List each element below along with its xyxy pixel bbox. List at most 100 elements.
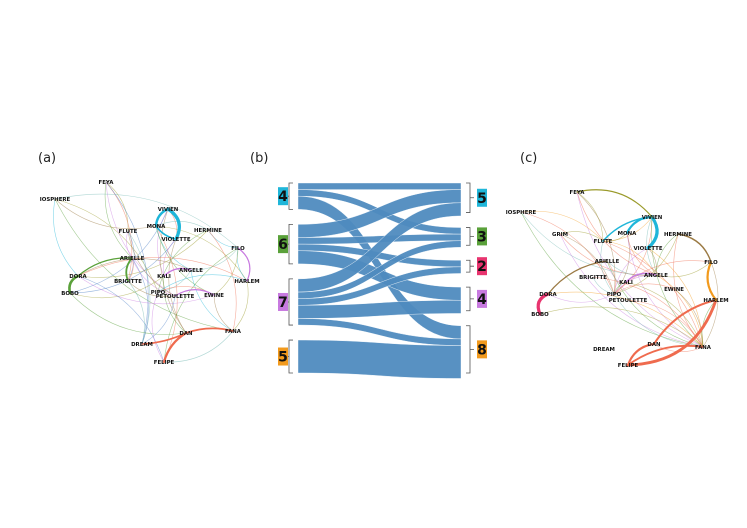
sankey-group-badge [278,235,288,254]
network-edge [655,261,712,278]
node-label-petoulette: PETOULETTE [609,298,648,304]
sankey-bracket [466,286,474,312]
node-label-dan: DAN [179,331,193,337]
network-edge [613,233,679,295]
node-label-dora: DORA [539,292,557,298]
sankey-bracket [466,227,474,246]
network-edge [613,283,675,295]
network-edge [155,225,248,282]
network-edge [625,281,704,348]
network-strong-edge [547,260,608,295]
network-edge [213,247,239,296]
sankey-bracket [466,325,474,374]
network-strong-edge [141,332,187,345]
network-edge [127,230,176,297]
network-strong-edge [185,327,234,334]
network-edge [163,247,239,363]
network-edge [547,293,615,303]
sankey-bracket [466,182,474,213]
network-edge [559,231,604,242]
network-edge [647,247,657,276]
network-edge [69,208,169,294]
network-strong-edge [625,272,657,283]
node-label-harlem: HARLEM [703,298,728,304]
network-strong-edge [125,257,133,282]
network-edge [613,274,657,295]
sankey-flow [297,266,462,306]
network-edge [576,191,704,348]
panel-label-a: (a) [38,151,56,166]
network-strong-edge [677,233,712,263]
network-edge [105,181,129,232]
sankey-group-count: 8 [477,342,487,358]
node-label-brigitte: BRIGITTE [579,275,607,281]
node-label-vivien: VIVIEN [642,215,663,221]
network-edge [606,260,657,277]
network-edge [54,198,159,293]
network-edge [213,294,234,332]
network-strong-edge [653,299,717,345]
network-edge [126,230,133,259]
network-panel-c: FEYAIOSPHEREGRIMVIVIENMONAFLUTEHERMINEVI… [506,189,729,369]
network-edge [606,260,704,348]
node-label-felipe: FELIPE [618,363,639,369]
network-edge [613,232,630,295]
node-label-hermine: HERMINE [664,232,692,238]
node-label-filo: FILO [704,260,718,266]
network-edge [157,269,192,293]
sankey-group-badge [477,340,487,359]
network-edge [69,275,165,298]
node-label-iosphere: IOSPHERE [40,197,71,203]
sankey-flow [297,182,462,190]
sankey-group-count: 5 [278,350,288,366]
network-edge [127,280,176,297]
network-edge [559,233,615,295]
network-edge [127,280,145,345]
sankey-flow [297,240,462,299]
node-label-brigitte: BRIGITTE [114,279,142,285]
network-edge [576,191,604,242]
network-edge [77,229,209,278]
sankey-flows [297,182,462,379]
node-label-iosphere: IOSPHERE [506,210,537,216]
node-label-flute: FLUTE [594,239,613,245]
network-c-labels: FEYAIOSPHEREGRIMVIVIENMONAFLUTEHERMINEVI… [506,190,729,369]
sankey-flow [297,300,462,319]
network-edge [105,181,149,345]
node-label-hermine: HERMINE [194,228,222,234]
network-edge [69,292,187,335]
node-label-fana: FANA [225,329,242,335]
network-edge [547,291,704,348]
network-strong-edge [536,292,550,316]
network-strong-edge [706,260,718,302]
node-label-dream: DREAM [131,342,153,348]
node-label-feya: FEYA [99,180,115,186]
network-edge [559,233,704,348]
sankey-group-count: 7 [278,295,288,311]
network-edge [627,299,704,348]
node-label-dan: DAN [647,342,661,348]
node-label-angele: ANGELE [644,273,668,279]
node-label-arielle: ARIELLE [120,256,145,262]
node-label-violette: VIOLETTE [633,246,662,252]
node-label-ewine: EWINE [204,293,224,299]
network-strong-edge [174,289,215,297]
network-edge [539,306,704,348]
node-label-ewine: EWINE [664,287,684,293]
sankey-group-count: 3 [477,229,487,245]
network-edge [168,238,187,334]
network-edge [673,288,704,348]
network-edge [702,261,719,348]
node-label-grim: GRIM [552,232,568,238]
network-edge [127,257,134,282]
network-strong-edge [627,344,704,366]
network-edge [236,247,248,282]
network-edge [53,198,79,277]
network-strong-edge [237,247,251,282]
network-strong-edge [626,298,718,367]
sankey-group-badge [477,257,487,276]
